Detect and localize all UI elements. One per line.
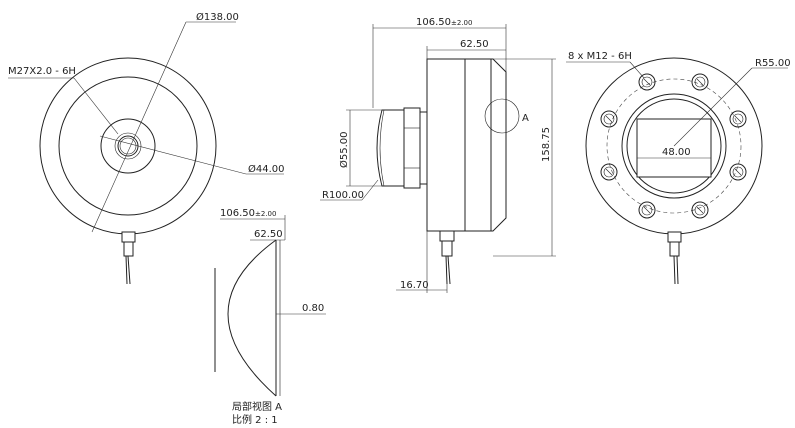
bolt-hole bbox=[729, 110, 747, 128]
detail-scale: 比例 2 : 1 bbox=[232, 413, 278, 426]
rear-radius-label: R55.00 bbox=[755, 58, 791, 69]
bolt-hole bbox=[638, 73, 656, 91]
rear-flat-block bbox=[636, 118, 712, 178]
side-detail-marker: A bbox=[522, 113, 529, 124]
rear-connector-body bbox=[667, 231, 682, 243]
bolt-hole bbox=[729, 163, 747, 181]
front-cable-2 bbox=[125, 255, 128, 285]
side-radius-label: R100.00 bbox=[322, 190, 364, 201]
side-boss bbox=[419, 111, 427, 185]
bolt-hole bbox=[691, 201, 709, 219]
front-outer-dim-line bbox=[91, 21, 187, 233]
side-connector-body bbox=[439, 230, 455, 242]
side-body bbox=[426, 58, 492, 232]
rear-view: 8 x M12 - 6H R55.00 48.00 bbox=[566, 51, 791, 285]
bolt-hole bbox=[691, 73, 709, 91]
bolt-hole bbox=[638, 201, 656, 219]
front-inner-diameter-label: Ø44.00 bbox=[248, 163, 285, 175]
detail-overall-length-label: 106.50±2.00 bbox=[220, 208, 276, 219]
rear-connector-nut bbox=[669, 241, 680, 257]
front-thread-outer bbox=[114, 132, 142, 160]
front-outer-circle bbox=[39, 57, 217, 235]
front-view: Ø138.00 M27X2.0 - 6H Ø44.00 bbox=[8, 11, 285, 285]
detail-arc bbox=[227, 239, 277, 397]
detail-view: 106.50±2.00 62.50 0.80 局部视图 A 比例 2 : 1 bbox=[214, 208, 326, 426]
front-outer-diameter-label: Ø138.00 bbox=[196, 11, 239, 23]
front-hub-circle bbox=[100, 118, 156, 174]
detail-body-length-label: 62.50 bbox=[254, 229, 283, 240]
detail-title: 局部视图 A bbox=[232, 400, 282, 413]
front-second-circle bbox=[58, 76, 198, 216]
front-connector-body bbox=[121, 231, 136, 243]
side-connector-nut bbox=[441, 240, 453, 257]
side-body-length-label: 62.50 bbox=[460, 39, 489, 50]
side-height-label: 158.75 bbox=[541, 127, 552, 162]
side-connector-offset-label: 16.70 bbox=[400, 280, 429, 291]
side-radius-leader-diag bbox=[361, 179, 379, 201]
side-view: A 106.50±2.00 62.50 Ø55.00 158.75 R100.0… bbox=[320, 17, 556, 293]
front-thread-label: M27X2.0 - 6H bbox=[8, 66, 76, 77]
front-thread-inner bbox=[117, 135, 139, 157]
rear-cable bbox=[673, 255, 676, 285]
rear-bolt-leader-diag bbox=[629, 61, 645, 79]
rear-bolt-holes-label: 8 x M12 - 6H bbox=[568, 51, 632, 62]
front-thread-leader-diag bbox=[73, 77, 119, 135]
side-cable-2 bbox=[447, 255, 451, 285]
side-flange bbox=[491, 58, 507, 232]
side-detail-circle bbox=[484, 98, 520, 134]
front-inner-dim-line bbox=[99, 135, 247, 175]
bolt-hole bbox=[600, 110, 618, 128]
bolt-holes bbox=[600, 73, 747, 219]
side-nose-inner bbox=[379, 109, 385, 187]
side-hex bbox=[403, 107, 421, 189]
bolt-hole bbox=[600, 163, 618, 181]
side-cable bbox=[445, 255, 448, 285]
side-overall-length-label: 106.50±2.00 bbox=[416, 17, 472, 28]
rear-cable-2 bbox=[676, 255, 679, 285]
rear-hub-circle bbox=[621, 93, 727, 199]
rear-radius-leader bbox=[673, 67, 753, 147]
front-cable bbox=[127, 255, 131, 285]
rear-bolt-circle bbox=[606, 78, 742, 214]
side-boss-diameter-label: Ø55.00 bbox=[338, 131, 350, 168]
side-nose bbox=[376, 109, 404, 187]
rear-flat-width-label: 48.00 bbox=[662, 147, 691, 158]
front-bore bbox=[119, 137, 137, 155]
rear-inner-circle bbox=[626, 98, 722, 194]
detail-recess-label: 0.80 bbox=[302, 303, 324, 314]
front-connector-nut bbox=[123, 241, 134, 257]
